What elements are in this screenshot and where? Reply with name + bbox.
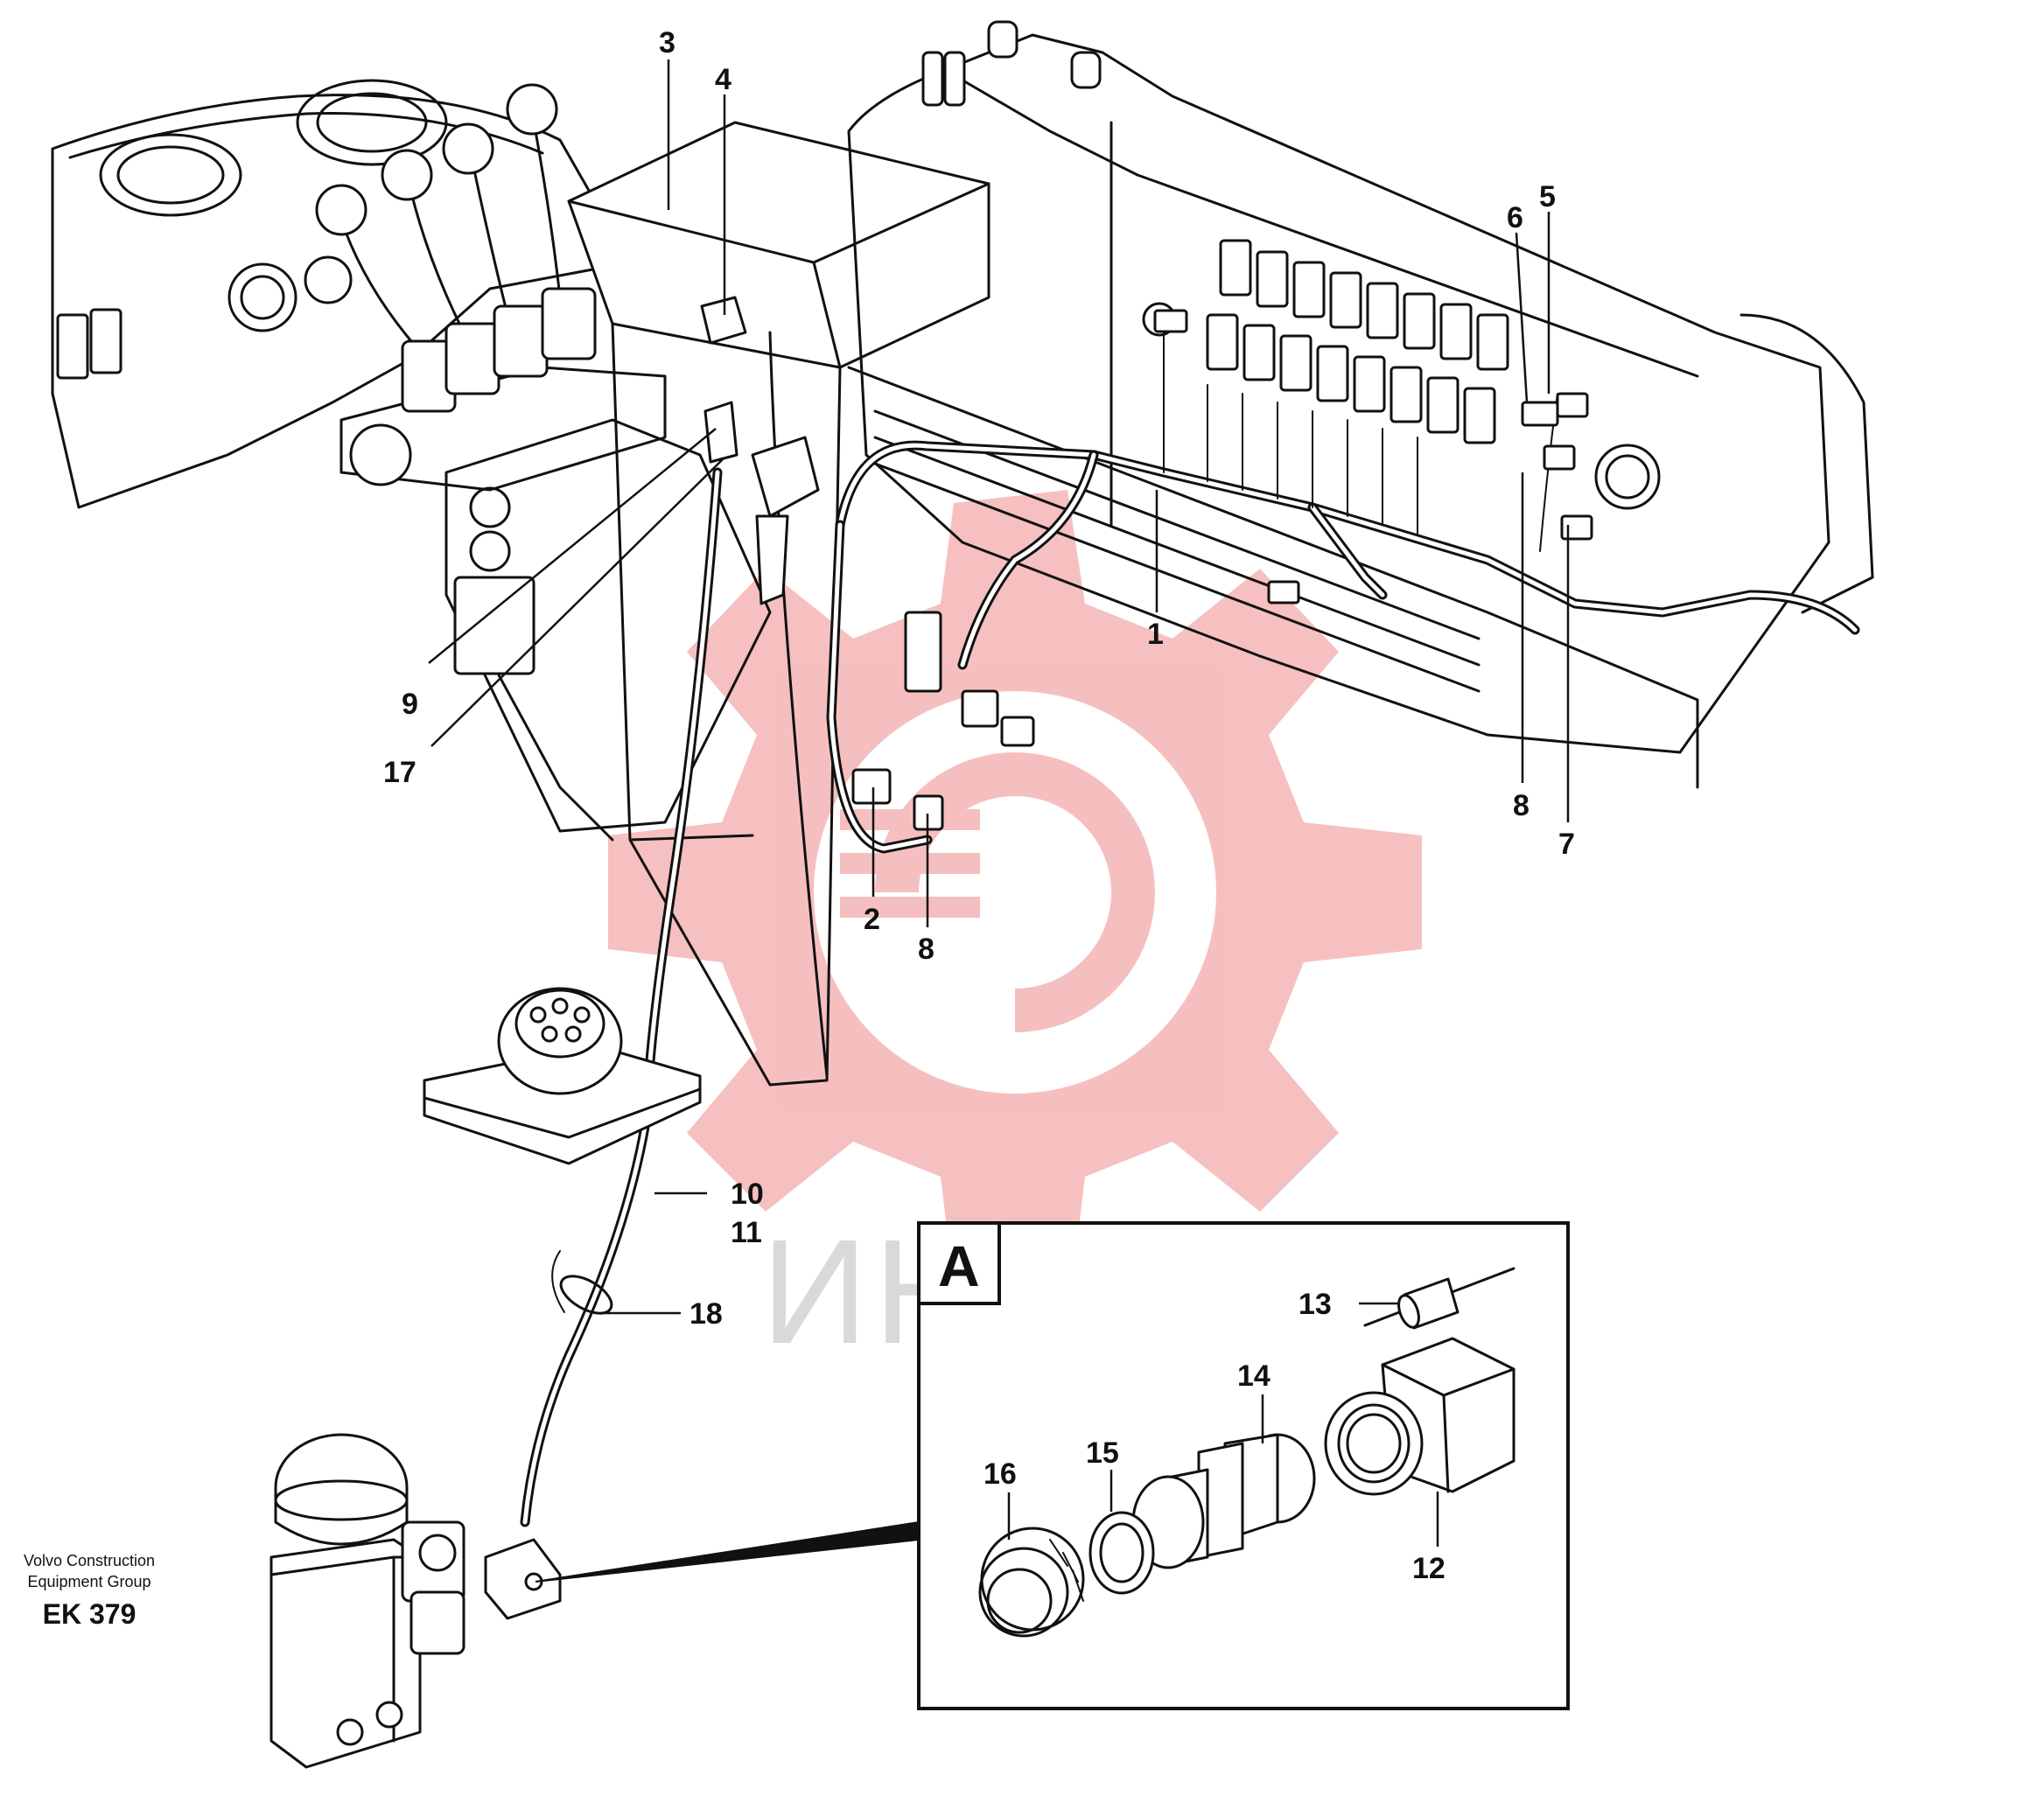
- cable-harness-drawing: [826, 309, 1860, 854]
- plug-housing-part-12: [1324, 1337, 1516, 1496]
- callout-13: 13: [1298, 1288, 1332, 1321]
- callout-7: 7: [1558, 828, 1575, 861]
- callout-8-lower: 8: [918, 933, 934, 966]
- callout-9: 9: [402, 688, 418, 721]
- callout-11: 11: [731, 1216, 762, 1249]
- callout-8-right: 8: [1513, 789, 1530, 822]
- nut-part-16: [978, 1527, 1085, 1638]
- callout-5: 5: [1539, 180, 1556, 213]
- callout-4: 4: [715, 63, 732, 96]
- accumulator-valve-drawing: [270, 1433, 466, 1769]
- publisher-line-2: Equipment Group: [27, 1573, 150, 1590]
- publisher-block: Volvo Construction Equipment Group EK 37…: [24, 1552, 155, 1630]
- detail-a-label: A: [938, 1233, 980, 1298]
- callout-15: 15: [1086, 1436, 1119, 1470]
- callout-16: 16: [984, 1457, 1017, 1491]
- callout-14: 14: [1237, 1359, 1270, 1393]
- callout-6: 6: [1507, 201, 1523, 234]
- publisher-line-1: Volvo Construction: [24, 1552, 155, 1569]
- callout-labels: 3 4 5 6 1 8 7 2 8 9 17 10 11 18 13 14 15…: [383, 26, 1575, 1585]
- callout-1: 1: [1147, 618, 1164, 651]
- o-ring-part-15: [1088, 1511, 1155, 1595]
- callout-10: 10: [731, 1178, 764, 1211]
- diode-part-13: [1363, 1267, 1516, 1330]
- watermark-gear-logo: [608, 490, 1422, 1286]
- switch-bank: [1206, 239, 1509, 444]
- callout-17: 17: [383, 756, 416, 789]
- document-id: EK 379: [43, 1598, 136, 1630]
- callout-12: 12: [1412, 1552, 1446, 1585]
- floor-plate-drawing: [423, 987, 702, 1165]
- instrument-panel-drawing: [847, 20, 1874, 789]
- callout-2: 2: [864, 903, 880, 936]
- armrest-drawing: [567, 121, 990, 1087]
- callout-18: 18: [690, 1297, 723, 1331]
- leader-lines: [428, 59, 1570, 1547]
- left-console-drawing: [51, 79, 772, 842]
- callout-3: 3: [659, 26, 676, 59]
